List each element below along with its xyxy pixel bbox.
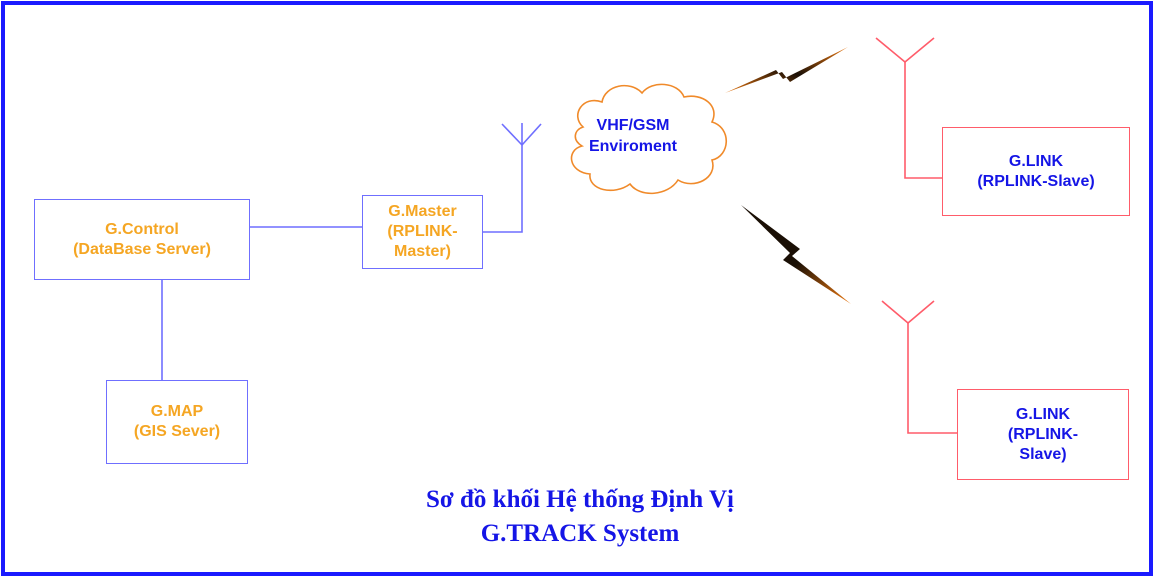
node-slave-2-name: G.LINK — [1015, 405, 1071, 423]
diagram-title: Sơ đồ khối Hệ thống Định Vị G.TRACK Syst… — [330, 485, 830, 549]
node-master: G.Master (RPLINK- Master) — [362, 195, 483, 269]
cloud-label-line1: VHF/GSM — [596, 117, 670, 134]
node-map: G.MAP (GIS Sever) — [106, 380, 248, 464]
node-slave-1-role: (RPLINK-Slave) — [977, 172, 1095, 190]
node-master-role-1: (RPLINK- — [387, 223, 458, 240]
master-antenna-feed — [483, 145, 523, 233]
slave2-antenna-icon — [881, 300, 935, 324]
slave1-antenna-icon — [875, 37, 935, 63]
node-control-role: (DataBase Server) — [73, 240, 211, 258]
lightning-upper — [725, 47, 848, 93]
master-antenna-icon — [501, 123, 542, 146]
node-master-name: G.Master — [388, 203, 457, 220]
slave1-antenna-feed — [904, 62, 942, 179]
node-slave-2-role-2: Slave) — [1019, 445, 1067, 463]
cloud-shape — [570, 83, 727, 195]
node-map-name: G.MAP — [150, 403, 204, 420]
node-slave-1-name: G.LINK — [1008, 152, 1064, 170]
slave2-antenna-feed — [907, 323, 957, 434]
node-slave-2: G.LINK (RPLINK- Slave) — [957, 389, 1129, 480]
node-map-role: (GIS Sever) — [133, 423, 221, 440]
node-control: G.Control (DataBase Server) — [34, 199, 250, 280]
cloud-label: VHF/GSM Enviroment — [578, 115, 688, 157]
node-slave-1: G.LINK (RPLINK-Slave) — [942, 127, 1130, 216]
cloud-label-line2: Enviroment — [588, 138, 677, 155]
node-master-role-2: Master) — [394, 243, 451, 260]
lightning-lower — [741, 205, 851, 304]
node-control-name: G.Control — [105, 220, 179, 238]
diagram-title-line2: G.TRACK System — [480, 520, 680, 547]
node-slave-2-role-1: (RPLINK- — [1007, 425, 1079, 443]
diagram-title-line1: Sơ đồ khối Hệ thống Định Vị — [426, 486, 734, 513]
